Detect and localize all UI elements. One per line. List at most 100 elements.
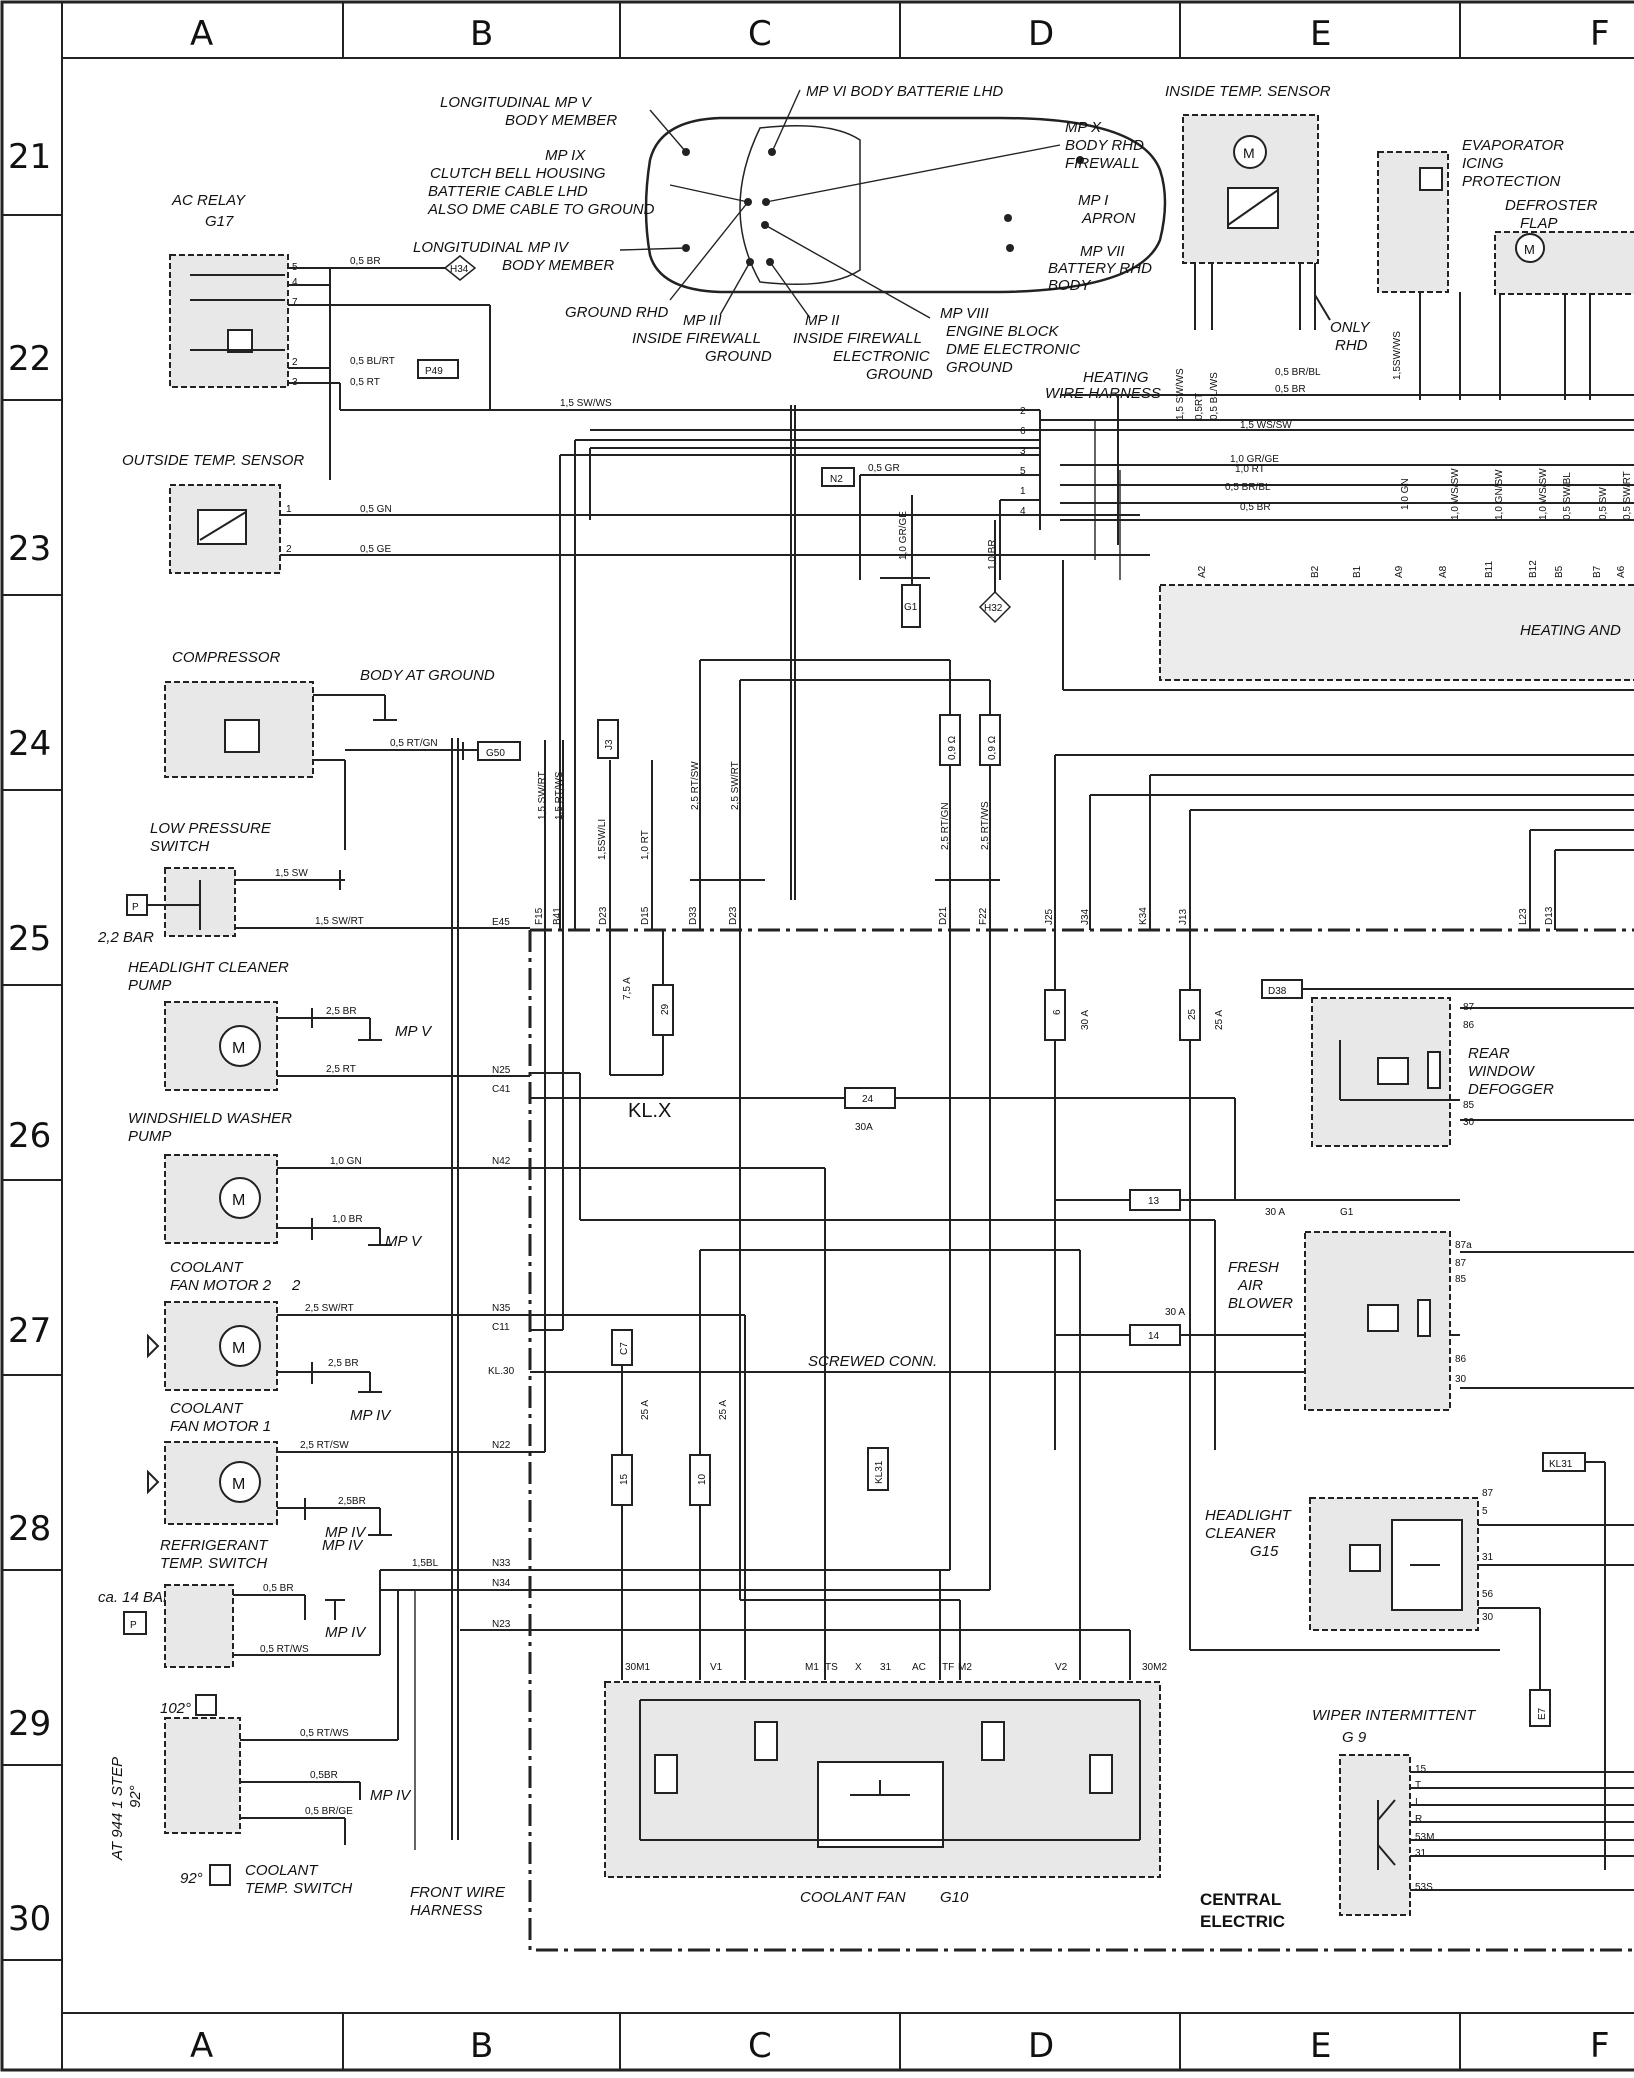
col-label-d-top: D bbox=[1028, 14, 1054, 54]
svg-text:REAR: REAR bbox=[1468, 1045, 1510, 1062]
svg-text:MP IV: MP IV bbox=[325, 1524, 367, 1541]
headlight-cleaner-g15: HEADLIGHT CLEANER G15 87 5 31 56 30 E7 K… bbox=[1205, 1452, 1634, 1870]
svg-text:10: 10 bbox=[697, 1473, 708, 1485]
resistor-1 bbox=[939, 714, 961, 766]
svg-text:31: 31 bbox=[1415, 1848, 1427, 1859]
svg-text:2,5 SW/RT: 2,5 SW/RT bbox=[305, 1303, 354, 1314]
svg-text:C11: C11 bbox=[492, 1322, 510, 1333]
svg-text:B1: B1 bbox=[1352, 565, 1363, 578]
col-label-b-top: B bbox=[470, 14, 493, 54]
col-label-a-top: A bbox=[190, 14, 213, 54]
svg-text:1,5 SW/WS: 1,5 SW/WS bbox=[560, 398, 612, 409]
grid-labels-rows: 21 22 23 24 25 26 27 28 29 30 bbox=[8, 137, 51, 1939]
connector-e7 bbox=[1529, 1689, 1551, 1727]
svg-text:102°: 102° bbox=[160, 1700, 191, 1717]
svg-text:DEFROSTER: DEFROSTER bbox=[1505, 197, 1598, 214]
svg-text:KL31: KL31 bbox=[1549, 1459, 1573, 1470]
svg-text:X: X bbox=[855, 1662, 862, 1673]
fuse-24 bbox=[844, 1087, 896, 1109]
svg-text:M1: M1 bbox=[805, 1662, 819, 1673]
svg-text:0,5 SW/RT: 0,5 SW/RT bbox=[1622, 471, 1633, 520]
svg-text:FAN MOTOR 1: FAN MOTOR 1 bbox=[170, 1418, 271, 1435]
svg-text:KL31: KL31 bbox=[874, 1460, 885, 1484]
svg-text:AC: AC bbox=[912, 1662, 926, 1673]
svg-text:N35: N35 bbox=[492, 1303, 511, 1314]
svg-text:H32: H32 bbox=[984, 603, 1003, 614]
svg-text:2,5 RT: 2,5 RT bbox=[326, 1064, 356, 1075]
svg-text:6: 6 bbox=[1052, 1009, 1063, 1015]
svg-text:N42: N42 bbox=[492, 1156, 511, 1167]
svg-text:2,5 BR: 2,5 BR bbox=[328, 1358, 359, 1369]
svg-text:J3: J3 bbox=[604, 739, 615, 750]
svg-text:4: 4 bbox=[292, 277, 298, 288]
svg-text:D23: D23 bbox=[598, 906, 609, 925]
svg-text:BODY AT GROUND: BODY AT GROUND bbox=[360, 667, 495, 684]
svg-text:1,5 SW/RT: 1,5 SW/RT bbox=[537, 771, 548, 820]
svg-text:BLOWER: BLOWER bbox=[1228, 1295, 1293, 1312]
svg-text:AIR: AIR bbox=[1237, 1277, 1263, 1294]
svg-text:N23: N23 bbox=[492, 1619, 511, 1630]
svg-text:M: M bbox=[1243, 145, 1255, 161]
evaporator-defroster: EVAPORATOR ICING PROTECTION DEFROSTER FL… bbox=[1377, 137, 1634, 400]
svg-text:86: 86 bbox=[1463, 1020, 1475, 1031]
svg-text:1,0 GR/GE: 1,0 GR/GE bbox=[898, 511, 909, 560]
svg-text:5: 5 bbox=[1482, 1506, 1488, 1517]
svg-text:87: 87 bbox=[1482, 1488, 1494, 1499]
svg-text:0,5 GR: 0,5 GR bbox=[868, 463, 900, 474]
svg-text:N25: N25 bbox=[492, 1065, 511, 1076]
connector-kl31-fan bbox=[867, 1447, 889, 1491]
svg-text:FRESH: FRESH bbox=[1228, 1259, 1279, 1276]
svg-text:P: P bbox=[130, 1620, 137, 1631]
svg-text:GROUND RHD: GROUND RHD bbox=[565, 304, 668, 321]
svg-text:TEMP. SWITCH: TEMP. SWITCH bbox=[245, 1880, 352, 1897]
svg-text:WINDOW: WINDOW bbox=[1468, 1063, 1536, 1080]
svg-text:D38: D38 bbox=[1268, 986, 1287, 997]
svg-text:ELECTRONIC: ELECTRONIC bbox=[833, 348, 930, 365]
svg-text:G 9: G 9 bbox=[1342, 1729, 1367, 1746]
svg-text:HARNESS: HARNESS bbox=[410, 1902, 483, 1919]
svg-text:MP I: MP I bbox=[1078, 192, 1108, 209]
compressor: COMPRESSOR BODY AT GROUND 0,5 RT/GN G50 bbox=[164, 649, 521, 850]
svg-text:N22: N22 bbox=[492, 1440, 511, 1451]
svg-text:COMPRESSOR: COMPRESSOR bbox=[172, 649, 281, 666]
svg-text:0,5 BR/BL: 0,5 BR/BL bbox=[1225, 482, 1271, 493]
svg-text:PUMP: PUMP bbox=[128, 1128, 171, 1145]
svg-text:L23: L23 bbox=[1518, 908, 1529, 925]
svg-text:85: 85 bbox=[1463, 1100, 1475, 1111]
svg-text:0,5 BR: 0,5 BR bbox=[1275, 384, 1306, 395]
ac-relay-code: G17 bbox=[205, 213, 234, 230]
svg-text:WIPER INTERMITTENT: WIPER INTERMITTENT bbox=[1312, 1707, 1477, 1724]
svg-text:0,5 GN: 0,5 GN bbox=[360, 504, 392, 515]
svg-text:0,5 RT: 0,5 RT bbox=[350, 377, 380, 388]
svg-text:EVAPORATOR: EVAPORATOR bbox=[1462, 137, 1564, 154]
svg-text:1,0 BR: 1,0 BR bbox=[987, 539, 998, 570]
svg-text:D23: D23 bbox=[728, 906, 739, 925]
svg-text:MP III: MP III bbox=[683, 312, 722, 329]
svg-text:D15: D15 bbox=[640, 906, 651, 925]
row-label-28: 28 bbox=[8, 1509, 51, 1549]
svg-text:1,0 GN/SW: 1,0 GN/SW bbox=[1494, 469, 1505, 520]
svg-text:30: 30 bbox=[1463, 1117, 1475, 1128]
svg-text:SWITCH: SWITCH bbox=[150, 838, 209, 855]
svg-text:0,5 BR: 0,5 BR bbox=[350, 256, 381, 267]
ac-relay-label: AC RELAY bbox=[171, 192, 246, 209]
svg-text:1,5 WS/SW: 1,5 WS/SW bbox=[1240, 420, 1292, 431]
svg-text:INSIDE FIREWALL: INSIDE FIREWALL bbox=[793, 330, 922, 347]
svg-text:7: 7 bbox=[292, 297, 298, 308]
col-label-c-top: C bbox=[748, 14, 772, 54]
outside-temp-sensor: OUTSIDE TEMP. SENSOR 1 2 0,5 GN 0,5 GE bbox=[122, 452, 1150, 574]
svg-text:T: T bbox=[1415, 1780, 1421, 1791]
svg-text:1,0 BR: 1,0 BR bbox=[332, 1214, 363, 1225]
svg-text:GROUND: GROUND bbox=[946, 359, 1013, 376]
svg-text:COOLANT: COOLANT bbox=[245, 1862, 319, 1879]
svg-text:MP IV: MP IV bbox=[322, 1537, 364, 1554]
svg-text:2,5 BR: 2,5 BR bbox=[326, 1006, 357, 1017]
central-internal-wiring bbox=[530, 930, 1500, 1680]
svg-text:MP VII: MP VII bbox=[1080, 243, 1124, 260]
svg-text:85: 85 bbox=[1455, 1274, 1467, 1285]
svg-text:0,5 BR: 0,5 BR bbox=[263, 1583, 294, 1594]
svg-text:0,9 Ω: 0,9 Ω bbox=[947, 735, 958, 760]
col-label-e-bottom: E bbox=[1310, 2026, 1331, 2066]
svg-text:CLEANER: CLEANER bbox=[1205, 1525, 1276, 1542]
